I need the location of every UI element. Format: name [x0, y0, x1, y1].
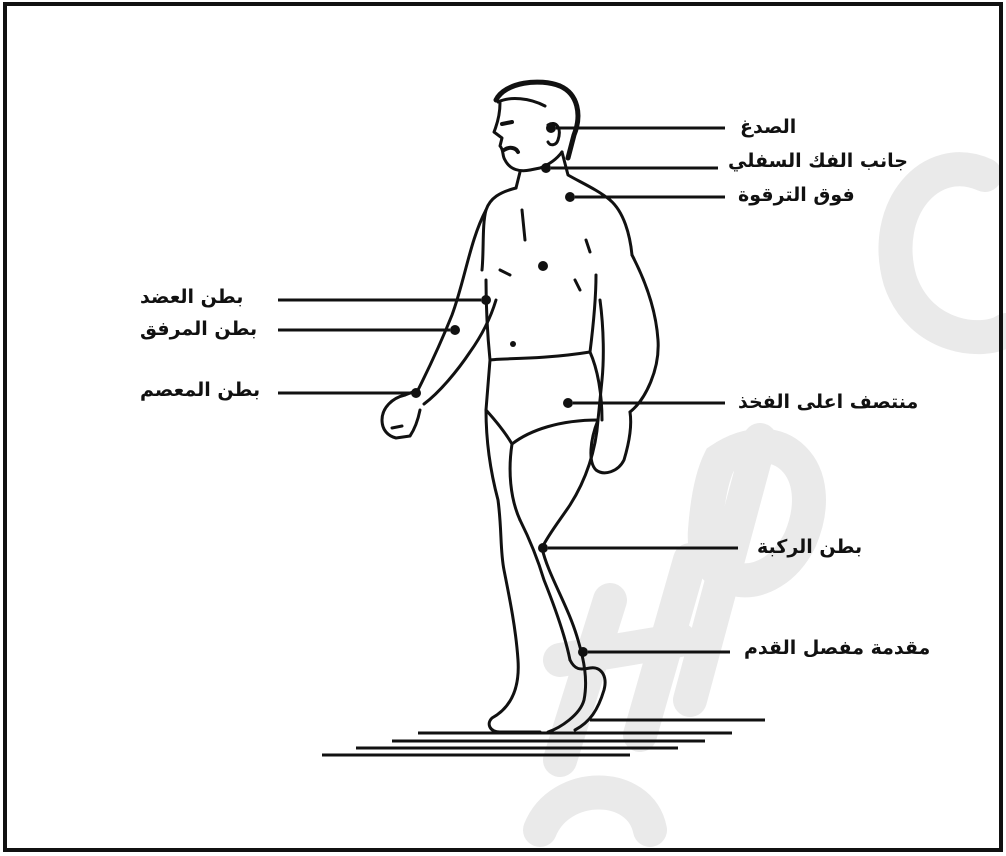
point-ankle-front — [578, 647, 588, 657]
ground-lines — [322, 720, 765, 755]
point-wrist — [411, 388, 421, 398]
point-upper-arm — [481, 295, 491, 305]
point-above-clavicle — [565, 192, 575, 202]
point-temple — [546, 123, 556, 133]
point-jaw-side — [541, 163, 551, 173]
label-mid-thigh: منتصف اعلى الفخذ — [738, 393, 918, 412]
watermark — [540, 169, 1006, 830]
label-knee: بطن الركبة — [757, 538, 862, 557]
frame-border — [5, 4, 1001, 850]
point-navel — [510, 341, 516, 347]
label-temple: الصدغ — [740, 118, 796, 137]
point-knee — [538, 543, 548, 553]
measurement-points — [411, 123, 588, 657]
point-chest — [538, 261, 548, 271]
label-ankle-front: مقدمة مفصل القدم — [744, 639, 930, 658]
label-wrist: بطن المعصم — [140, 381, 260, 400]
point-elbow — [450, 325, 460, 335]
label-above-clavicle: فوق الترقوة — [738, 186, 855, 205]
label-upper-arm: بطن العضد — [140, 288, 243, 307]
label-jaw-side: جانب الفك السفلي — [728, 152, 908, 171]
label-elbow: بطن المرفق — [140, 320, 257, 339]
point-mid-thigh — [563, 398, 573, 408]
